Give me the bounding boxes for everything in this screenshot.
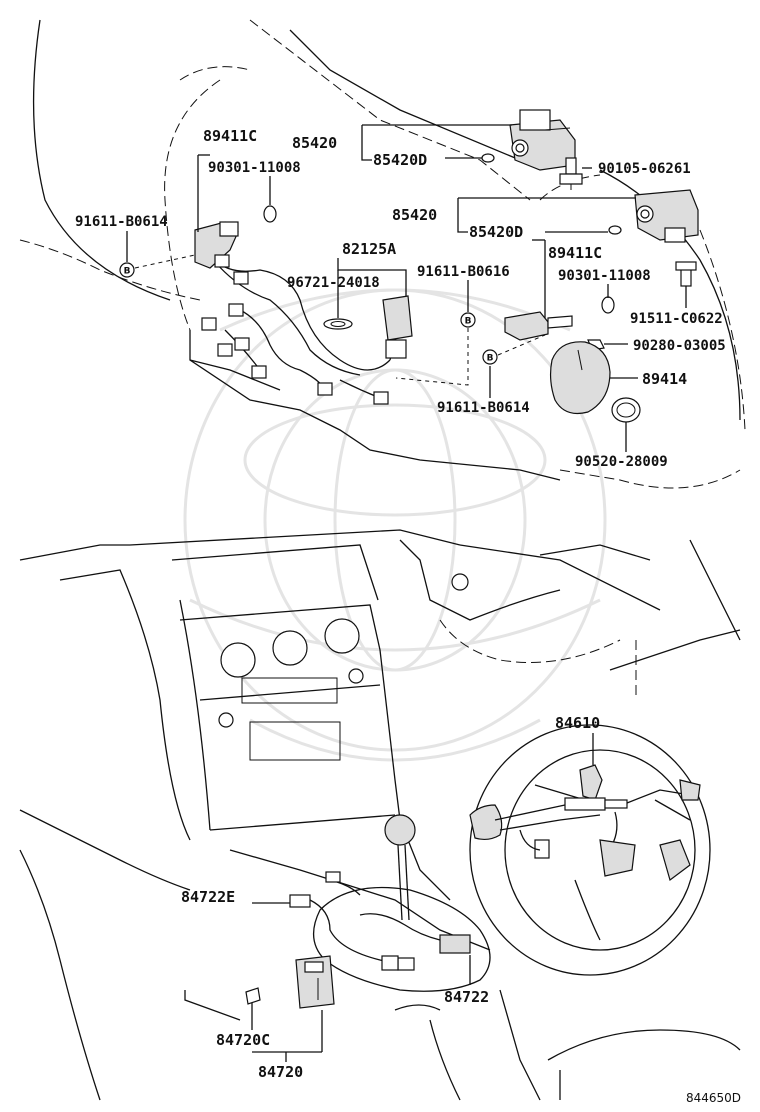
svg-text:B: B <box>124 267 131 277</box>
label-91511: 91511-C0622 <box>630 311 723 327</box>
bottom-leader-lines <box>251 733 594 1062</box>
label-84720: 84720 <box>258 1063 303 1081</box>
label-89414: 89414 <box>642 370 687 388</box>
label-84610: 84610 <box>555 714 600 732</box>
part-89411C-top[interactable] <box>194 221 239 269</box>
label-91611-B0616: 91611-B0616 <box>417 264 510 280</box>
circled-b-icon: B <box>460 312 476 328</box>
top-leader-lines <box>126 124 687 452</box>
part-90105-bolt[interactable] <box>559 157 583 190</box>
label-90301-mid: 90301-11008 <box>558 268 651 284</box>
label-85420D-mid: 85420D <box>469 223 523 241</box>
label-89411C-top: 89411C <box>203 127 257 145</box>
toyota-watermark-icon <box>183 288 607 762</box>
part-84722-switch[interactable] <box>325 871 471 954</box>
part-84720-switch[interactable] <box>295 955 335 1009</box>
wire-harness <box>201 254 413 405</box>
label-84720C: 84720C <box>216 1031 270 1049</box>
part-85420D-mid[interactable] <box>608 225 622 235</box>
part-84610-harness[interactable] <box>469 764 701 882</box>
label-91611-left: 91611-B0614 <box>75 214 168 230</box>
label-84722E: 84722E <box>181 888 235 906</box>
label-90301-top: 90301-11008 <box>208 160 301 176</box>
dashboard-outline <box>19 529 741 1101</box>
label-91611-lower: 91611-B0614 <box>437 400 530 416</box>
label-90520: 90520-28009 <box>575 454 668 470</box>
part-labels: 89411C 90301-11008 91611-B0614 85420 854… <box>75 127 741 1105</box>
part-84722E-connector[interactable] <box>289 894 415 971</box>
figure-reference: 844650D <box>686 1091 741 1105</box>
part-89411C-mid[interactable] <box>504 311 573 341</box>
label-96721: 96721-24018 <box>287 275 380 291</box>
part-96721-ring[interactable] <box>323 318 353 330</box>
svg-text:B: B <box>487 354 494 364</box>
part-85420-mid[interactable] <box>634 189 699 243</box>
label-90105: 90105-06261 <box>598 161 691 177</box>
part-85420-top[interactable] <box>509 109 576 171</box>
part-89414-sensor[interactable] <box>549 341 611 415</box>
circled-b-icon: B <box>119 262 135 278</box>
part-84720C-clip[interactable] <box>245 987 261 1005</box>
label-85420D-top: 85420D <box>373 151 427 169</box>
part-90301-top[interactable] <box>263 205 277 223</box>
circled-b-icon: B <box>482 349 498 365</box>
label-84722: 84722 <box>444 988 489 1006</box>
label-82125A: 82125A <box>342 240 396 258</box>
svg-text:B: B <box>465 317 472 327</box>
label-85420-top: 85420 <box>292 134 337 152</box>
upper-body-outline <box>19 19 746 489</box>
label-90280: 90280-03005 <box>633 338 726 354</box>
label-85420-mid: 85420 <box>392 206 437 224</box>
part-90520-oring[interactable] <box>611 397 641 423</box>
part-85420D-top[interactable] <box>481 153 495 163</box>
label-89411C-mid: 89411C <box>548 244 602 262</box>
part-90301-mid[interactable] <box>601 296 615 314</box>
part-91511-bolt[interactable] <box>675 261 697 287</box>
